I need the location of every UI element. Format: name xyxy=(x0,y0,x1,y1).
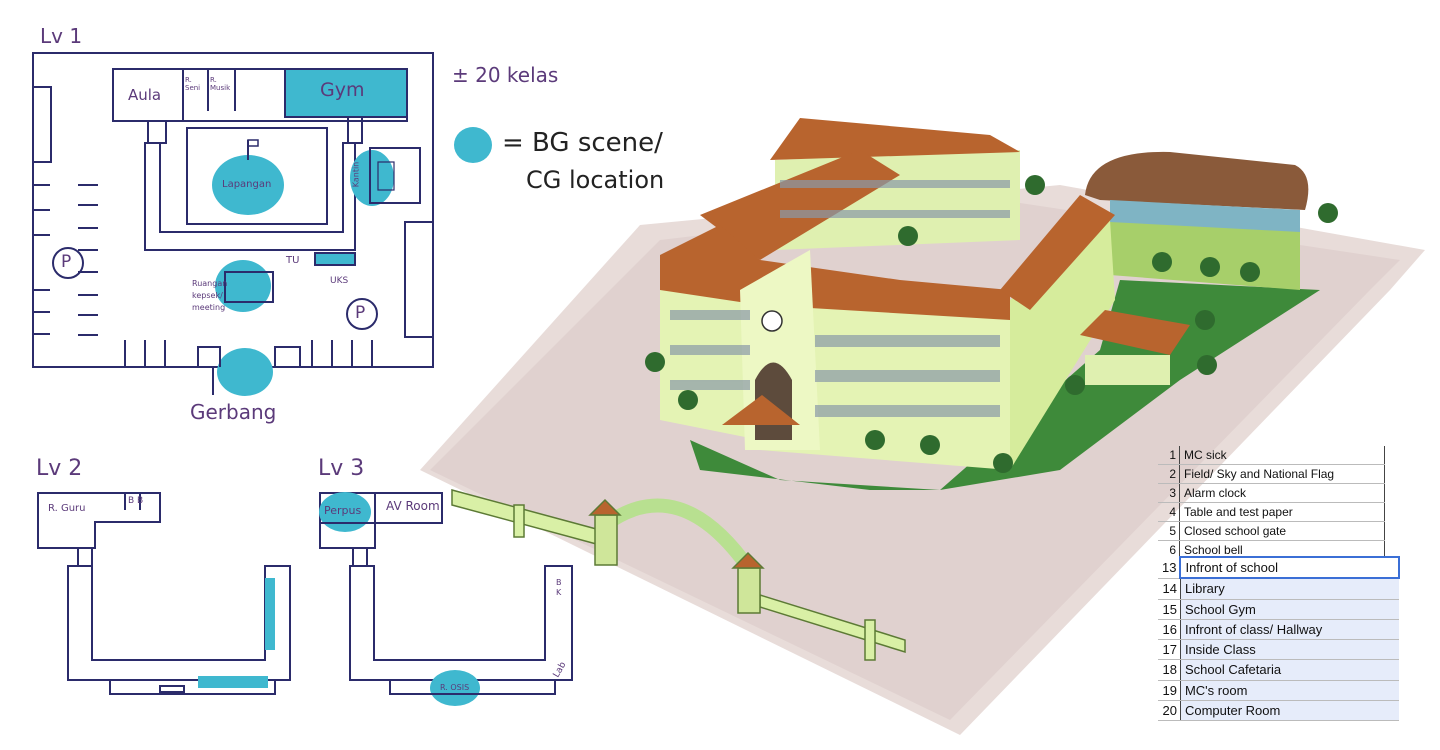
row-label[interactable]: Inside Class xyxy=(1180,639,1399,661)
kelas-count-label: ± 20 kelas xyxy=(452,63,559,87)
row-number: 18 xyxy=(1158,659,1181,681)
parking-right-label: P xyxy=(355,303,366,323)
r-seni-label: R. Seni xyxy=(185,76,201,92)
wc-label: B B xyxy=(128,496,144,506)
level3-title: Lv 3 xyxy=(318,456,365,481)
lapangan-label: Lapangan xyxy=(222,179,272,190)
parking-sign-left xyxy=(52,247,84,279)
row-number: 15 xyxy=(1158,599,1181,620)
kantin-highlight xyxy=(350,150,394,206)
row-label[interactable]: Infront of class/ Hallway xyxy=(1180,619,1399,641)
uks-label: UKS xyxy=(330,276,349,286)
court xyxy=(186,127,328,225)
row-number: 13 xyxy=(1158,557,1181,579)
gym-label: Gym xyxy=(320,79,365,101)
r-musik-label: R. Musik xyxy=(210,76,231,92)
row-number: 2 xyxy=(1158,464,1180,484)
level1-title: Lv 1 xyxy=(40,24,83,48)
row-label: Table and test paper xyxy=(1179,502,1385,522)
parking-left-label: P xyxy=(61,252,72,272)
row-number: 19 xyxy=(1158,680,1181,702)
school-illustration xyxy=(420,118,1425,735)
kantin-label: Kantin xyxy=(351,161,361,188)
row-label[interactable]: School Cafetaria xyxy=(1180,659,1399,681)
legend-text-line2: CG location xyxy=(526,166,665,194)
gerbang-label: Gerbang xyxy=(190,400,277,424)
osis-label: R. OSIS xyxy=(440,683,470,692)
tu-label: TU xyxy=(286,255,300,266)
row-label: MC sick xyxy=(1179,446,1385,465)
legend-highlight-dot xyxy=(454,127,492,163)
row-label[interactable]: Computer Room xyxy=(1180,700,1399,722)
kepsek-label: Ruangan kepsek/ meeting xyxy=(192,279,228,312)
level2-title: Lv 2 xyxy=(36,456,83,481)
osis-highlight xyxy=(430,670,480,706)
row-label: Field/ Sky and National Flag xyxy=(1179,464,1385,484)
row-number: 16 xyxy=(1158,619,1181,641)
r-guru-label: R. Guru xyxy=(48,503,86,514)
gym-building xyxy=(1085,151,1309,290)
row-label-selected-cell[interactable]: Infront of school xyxy=(1179,555,1400,580)
row-number: 4 xyxy=(1158,502,1180,522)
gate-highlight xyxy=(217,348,273,396)
row-number: 14 xyxy=(1158,578,1181,600)
row-number: 20 xyxy=(1158,700,1181,722)
aula-label: Aula xyxy=(128,86,162,104)
row-label: Closed school gate xyxy=(1179,521,1385,541)
row-label: Alarm clock xyxy=(1179,483,1385,503)
row-number: 17 xyxy=(1158,639,1181,661)
row-label[interactable]: Library xyxy=(1180,578,1399,600)
fence xyxy=(451,489,906,661)
parking-sign-right xyxy=(346,298,378,330)
level2-plan xyxy=(37,492,291,695)
row-label[interactable]: MC's room xyxy=(1180,680,1399,702)
row-number: 3 xyxy=(1158,483,1180,503)
row-label[interactable]: School Gym xyxy=(1180,599,1399,620)
gym-highlight xyxy=(284,68,408,118)
legend-text-line1: = BG scene/ xyxy=(502,128,663,158)
lapangan-highlight xyxy=(212,155,284,215)
row-number: 1 xyxy=(1158,446,1180,465)
level3-plan xyxy=(319,492,573,706)
av-room-label: AV Room xyxy=(386,499,440,513)
level1-plan xyxy=(32,52,434,396)
bk-label: B K xyxy=(556,578,562,597)
row-number: 5 xyxy=(1158,521,1180,541)
perpus-label: Perpus xyxy=(324,504,362,517)
